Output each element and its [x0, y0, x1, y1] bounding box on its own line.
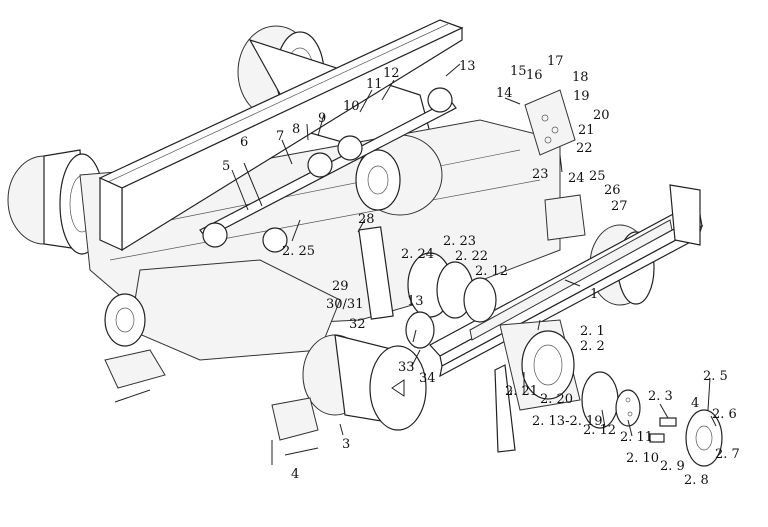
lower-wheel-drum [302, 334, 427, 431]
callout-20: 20 [593, 108, 610, 123]
spring-seat-bracket [494, 194, 586, 453]
callout-2-25: 2. 25 [282, 244, 315, 259]
callout-8: 8 [292, 122, 300, 137]
upper-bracket-assembly [504, 89, 576, 173]
callout-2-12-lower: 2. 12 [583, 423, 616, 438]
callout-33: 33 [398, 360, 415, 375]
callout-30-31: 30/31 [326, 297, 363, 312]
callout-24: 24 [568, 171, 585, 186]
callout-13-upper: 13 [459, 59, 476, 74]
callout-12: 12 [383, 66, 400, 81]
callout-17: 17 [547, 54, 564, 69]
callout-2-23: 2. 23 [443, 234, 476, 249]
frame-rail-beam [98, 19, 464, 252]
callout-22: 22 [576, 141, 593, 156]
callout-14: 14 [496, 86, 513, 101]
callout-2-22: 2. 22 [455, 249, 488, 264]
lower-bracket-center [271, 397, 319, 465]
callout-27: 27 [611, 199, 628, 214]
callout-7: 7 [276, 129, 284, 144]
callout-2-10: 2. 10 [626, 451, 659, 466]
leader-lines [231, 63, 717, 437]
callout-9: 9 [318, 111, 326, 126]
trunnion-shaft-parts [358, 226, 497, 349]
cross-shaft [199, 87, 457, 253]
callout-1: 1 [590, 287, 598, 302]
callout-2-7: 2. 7 [715, 447, 740, 462]
callout-23: 23 [532, 167, 549, 182]
callout-labels: 2. 1 2. 2 2. 3 4 2. 5 2. 6 2. 7 2. 8 2. … [222, 54, 740, 488]
callout-4-hub: 4 [691, 396, 699, 411]
callout-3: 3 [342, 437, 350, 452]
callout-13-lower: 13 [407, 294, 424, 309]
callout-34: 34 [419, 371, 436, 386]
hub-cap-parts [581, 371, 723, 467]
callout-25: 25 [589, 169, 606, 184]
callout-15: 15 [510, 64, 527, 79]
callout-2-8: 2. 8 [684, 473, 709, 488]
callout-10: 10 [343, 99, 360, 114]
callout-18: 18 [572, 70, 589, 85]
callout-21: 21 [578, 123, 595, 138]
callout-19: 19 [573, 89, 590, 104]
callout-2-24: 2. 24 [401, 247, 434, 262]
callout-6: 6 [240, 135, 248, 150]
differential-carrier [355, 134, 443, 216]
callout-4-bracket: 4 [291, 467, 299, 482]
callout-2-9: 2. 9 [660, 459, 685, 474]
callout-26: 26 [604, 183, 621, 198]
callout-2-5: 2. 5 [703, 369, 728, 384]
callout-2-12-upper: 2. 12 [475, 264, 508, 279]
lower-bracket-left [104, 349, 166, 403]
callout-16: 16 [526, 68, 543, 83]
callout-5: 5 [222, 159, 230, 174]
callout-2-20: 2. 20 [540, 392, 573, 407]
callout-32: 32 [349, 317, 366, 332]
callout-2-11: 2. 11 [620, 430, 653, 445]
callout-2-1: 2. 1 [580, 324, 605, 339]
callout-2-3: 2. 3 [648, 389, 673, 404]
callout-2-21: 2. 21 [505, 384, 538, 399]
callout-11: 11 [366, 77, 383, 92]
callout-29: 29 [332, 279, 349, 294]
callout-2-2: 2. 2 [580, 339, 605, 354]
callout-2-6: 2. 6 [712, 407, 737, 422]
callout-2-13-2-19: 2. 13-2. 19 [532, 414, 603, 429]
callout-28: 28 [358, 212, 375, 227]
